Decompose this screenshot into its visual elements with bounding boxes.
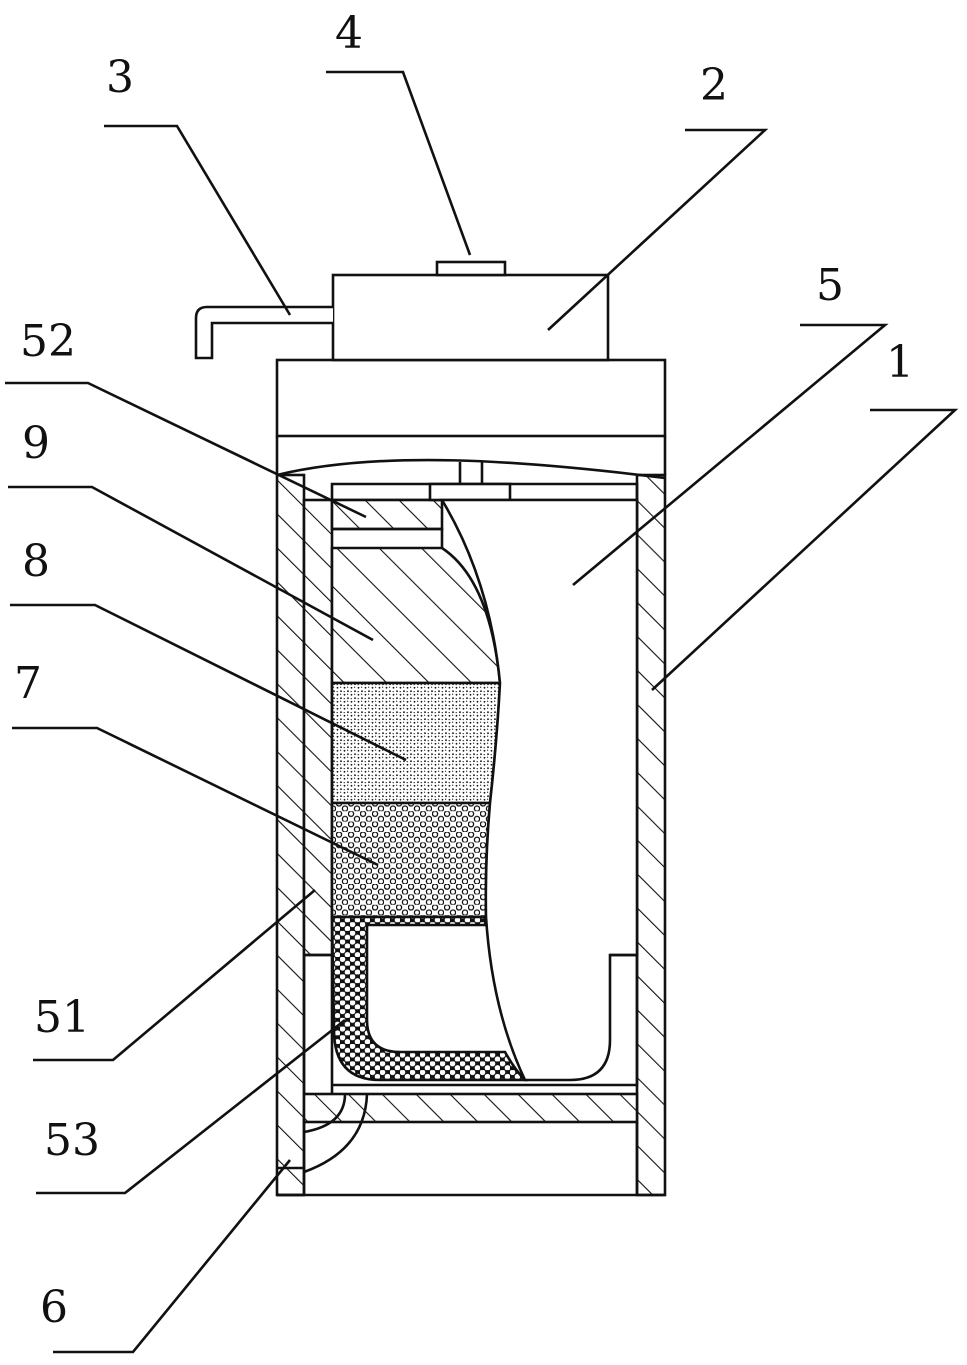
central-cavity [439,498,639,1082]
label-53: 53 [44,1115,100,1166]
spout [194,305,333,360]
filter-layer-7 [330,801,492,919]
label-5: 5 [816,260,844,311]
lid [275,358,667,475]
label-4: 4 [335,8,363,59]
label-1: 1 [886,337,914,388]
label-7: 7 [14,658,42,709]
cartridge-wall [302,498,334,957]
filter-layer-8 [330,681,502,805]
label-8: 8 [22,536,50,587]
label-52: 52 [20,316,76,367]
drain-pipe [277,1093,369,1197]
label-51: 51 [34,992,90,1043]
label-3: 3 [106,52,134,103]
label-9: 9 [22,418,50,469]
leader-lines [5,70,959,1354]
filter-layer-53 [330,915,529,1082]
label-6: 6 [40,1282,68,1333]
label-2: 2 [700,60,728,111]
